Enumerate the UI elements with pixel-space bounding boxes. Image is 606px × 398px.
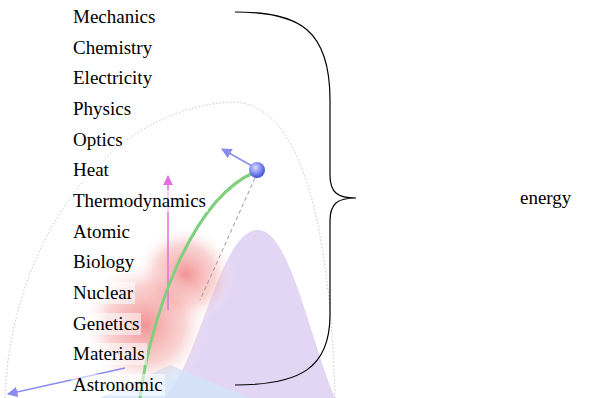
- ball: [249, 162, 265, 178]
- field-name: Materials: [71, 343, 147, 365]
- dashed-line: [200, 178, 255, 300]
- field-name: Astronomic: [71, 374, 165, 396]
- field-name: Heat: [71, 159, 111, 181]
- field-name: Optics: [71, 129, 125, 151]
- curly-brace: [235, 12, 356, 385]
- field-name: Atomic: [71, 221, 132, 243]
- field-name: Biology: [71, 251, 136, 273]
- field-name: Mechanics: [71, 6, 157, 28]
- field-name: Electricity: [71, 67, 154, 89]
- field-name: Genetics: [71, 313, 141, 335]
- orbit-ellipse: [5, 102, 335, 398]
- field-name: Nuclear: [71, 282, 135, 304]
- field-name: Chemistry: [71, 37, 154, 59]
- brace-label: energy: [518, 187, 573, 209]
- field-name: Physics: [71, 98, 133, 120]
- field-name: Thermodynamics: [71, 190, 208, 212]
- velocity-arrow: [222, 149, 252, 166]
